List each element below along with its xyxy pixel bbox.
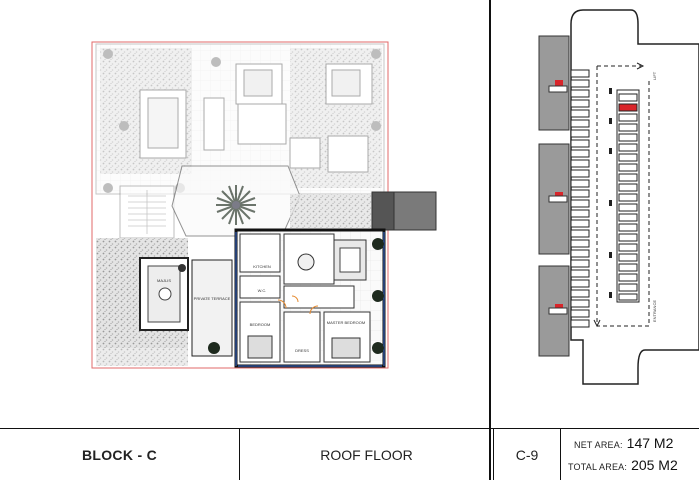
entrance-label: ENTRANCE — [652, 300, 657, 322]
unit-code: C-9 — [515, 446, 539, 463]
site-plan: LIFT ENTRANCE — [538, 9, 699, 385]
net-area-label: NET AREA: — [574, 440, 623, 450]
footer-divider-2 — [493, 428, 494, 480]
highlighted-parking-stall — [618, 103, 638, 112]
frame-divider-vertical — [489, 0, 491, 480]
lift-label: LIFT — [652, 71, 657, 80]
planter — [372, 238, 384, 250]
net-area-row: NET AREA:147 M2 — [574, 435, 673, 453]
private-terrace-label: PRIVATE TERRACE — [194, 296, 231, 301]
floor-title: ROOF FLOOR — [320, 446, 413, 463]
master-bedroom-label: MASTER BEDROOM — [327, 320, 365, 325]
footer-divider-3 — [560, 428, 561, 480]
side-block-top — [538, 35, 570, 131]
floor-plan: MAJLIS PRIVATE TERRACE KITCHEN BEDROOM D… — [91, 41, 437, 369]
courtyard — [171, 165, 301, 237]
roof-unit: KITCHEN BEDROOM DRESS MASTER BEDROOM W.C… — [234, 228, 386, 368]
total-area-value: 205 M2 — [631, 457, 678, 473]
kitchen-label: KITCHEN — [253, 264, 271, 269]
majlis-label: MAJLIS — [157, 278, 171, 283]
driveway — [593, 62, 650, 328]
block-title: BLOCK - C — [81, 446, 158, 463]
stair-core — [119, 185, 175, 239]
bedroom-label: BEDROOM — [250, 322, 271, 327]
dressing-label: DRESS — [295, 348, 309, 353]
footer-divider-1 — [239, 428, 240, 480]
parking-stalls-left — [570, 69, 590, 328]
total-area-label: TOTAL AREA: — [568, 462, 628, 472]
parking-stalls-right — [616, 89, 640, 303]
private-terrace: PRIVATE TERRACE — [191, 259, 233, 357]
frame-divider-horizontal — [0, 428, 699, 429]
wc-label: W.C. — [258, 288, 267, 293]
net-area-value: 147 M2 — [626, 435, 674, 451]
total-area-row: TOTAL AREA:205 M2 — [568, 457, 678, 475]
